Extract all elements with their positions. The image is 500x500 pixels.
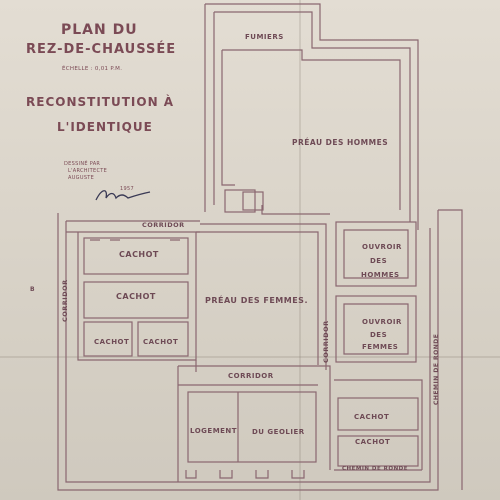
room-label-ouvroir-hommes-2: DES — [370, 257, 388, 265]
room-label-ouvroir-hommes-3: HOMMES — [361, 271, 400, 279]
plan-subtitle-line2: L'IDENTIQUE — [57, 120, 153, 134]
credit-line2: L'ARCHITECTE — [68, 168, 108, 174]
plan-title-line1: PLAN DU — [61, 22, 138, 38]
room-label-ouvroir-femmes-3: FEMMES — [362, 343, 399, 351]
room-label-ouvroir-hommes-1: OUVROIR — [362, 243, 402, 251]
room-label-cachot-3: CACHOT — [94, 338, 130, 346]
plan-scale: ÉCHELLE : 0,01 P.M. — [62, 66, 123, 72]
room-label-cachot-6: CACHOT — [355, 438, 391, 446]
room-label-cachot-4: CACHOT — [143, 338, 179, 346]
room-label-preau-femmes: PRÉAU DES FEMMES. — [205, 296, 308, 305]
room-label-fumiers: FUMIERS — [245, 33, 284, 41]
room-label-cachot-2: CACHOT — [116, 292, 156, 301]
room-label-corridor-top: CORRIDOR — [142, 221, 185, 229]
room-label-du-geolier: DU GEOLIER — [252, 428, 305, 436]
room-label-corridor-mid: CORRIDOR — [228, 372, 274, 380]
room-label-ouvroir-femmes-1: OUVROIR — [362, 318, 402, 326]
room-label-chemin-ronde-right: CHEMIN DE RONDE — [433, 333, 440, 405]
paper-fold-horizontal — [0, 356, 500, 358]
section-marker-b: B — [30, 286, 36, 293]
plan-title-line2: REZ-DE-CHAUSSÉE — [26, 42, 177, 57]
plan-subtitle-line1: RECONSTITUTION À — [26, 95, 175, 109]
room-label-corridor-right: CORRIDOR — [322, 320, 330, 363]
room-label-ouvroir-femmes-2: DES — [370, 331, 388, 339]
room-label-cachot-5: CACHOT — [354, 413, 390, 421]
credit-line4: 1957 — [120, 186, 134, 192]
paper-fold-vertical — [299, 0, 301, 500]
credit-line1: DESSINÉ PAR — [64, 161, 101, 167]
room-label-corridor-left: CORRIDOR — [61, 279, 69, 322]
room-label-preau-hommes: PRÉAU DES HOMMES — [292, 138, 389, 147]
room-label-chemin-ronde-bottom: CHEMIN DE RONDE — [342, 466, 409, 472]
room-label-logement: LOGEMENT — [190, 427, 238, 435]
credit-line3: AUGUSTE — [68, 175, 95, 181]
room-label-cachot-1: CACHOT — [119, 250, 159, 259]
architect-signature — [95, 190, 151, 201]
